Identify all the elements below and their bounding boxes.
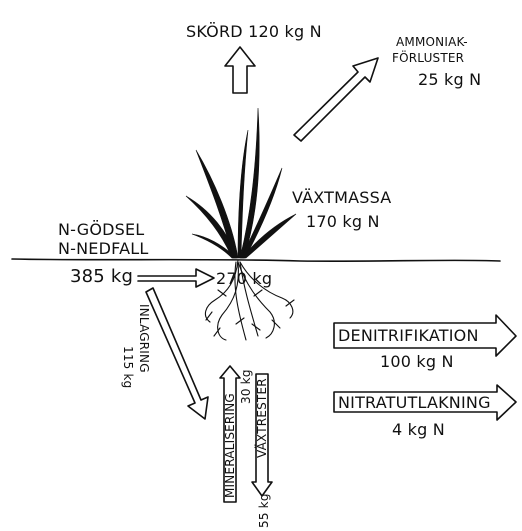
denitrification-value: 100 kg N <box>380 354 454 370</box>
plant-mass-value: 170 kg N <box>306 214 380 230</box>
plant-residues-label: VÄXTRESTER <box>256 378 268 458</box>
input-value: 385 kg <box>70 268 133 286</box>
mineralization-value: 30 kg <box>240 369 252 404</box>
plant-residues-value: 55 kg <box>258 493 270 528</box>
input-arrow <box>138 269 214 287</box>
ammonia-arrow <box>294 58 378 141</box>
storage-arrow <box>146 288 208 419</box>
storage-value: 115 kg <box>122 346 134 389</box>
nitrate-leaching-value: 4 kg N <box>392 422 445 438</box>
ammonia-value: 25 kg N <box>418 72 481 88</box>
harvest-label: SKÖRD 120 kg N <box>186 24 322 40</box>
ammonia-label-line1: AMMONIAK- <box>396 36 468 48</box>
ground-line <box>12 259 500 261</box>
uptake-value: 270 kg <box>216 271 272 287</box>
harvest-arrow <box>225 47 255 93</box>
ammonia-label-line2: FÖRLUSTER <box>392 52 464 64</box>
plant-mass-label: VÄXTMASSA <box>292 190 391 206</box>
deposition-label: N-NEDFALL <box>58 241 148 257</box>
storage-word: INLAGRING <box>138 304 150 373</box>
fertilizer-label: N-GÖDSEL <box>58 222 144 238</box>
nitrate-leaching-label: NITRATUTLAKNING <box>338 395 491 411</box>
plant-leaves <box>186 108 296 258</box>
mineralization-label: MINERALISERING <box>224 393 236 498</box>
denitrification-label: DENITRIFIKATION <box>338 328 479 344</box>
